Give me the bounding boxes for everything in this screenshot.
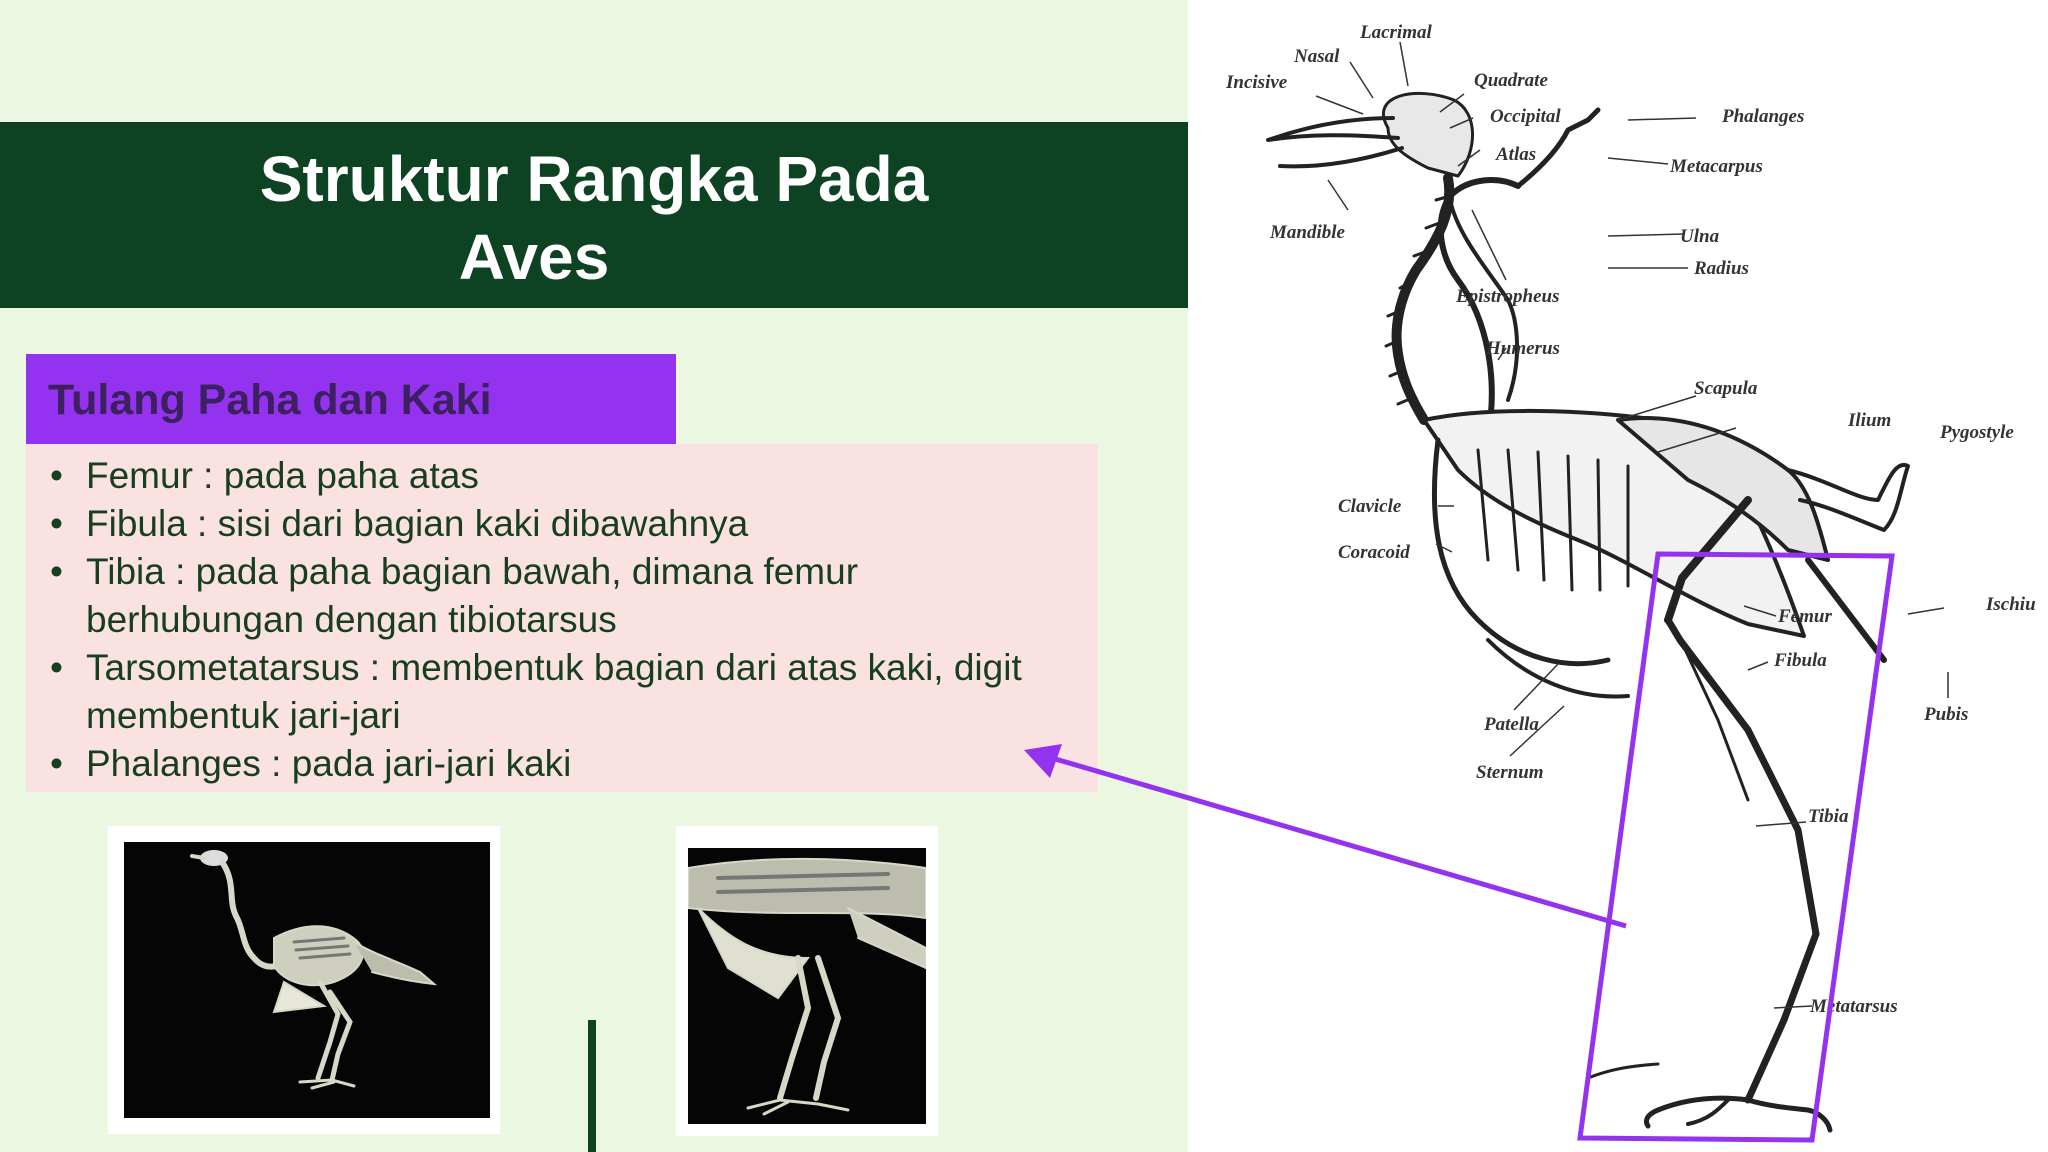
bullet-tarsometatarsus: Tarsometatarsus : membentuk bagian dari … — [46, 644, 1086, 740]
label-femur: Femur — [1777, 606, 1832, 627]
bullet-fibula: Fibula : sisi dari bagian kaki dibawahny… — [46, 500, 1086, 548]
vertical-divider — [588, 1020, 596, 1152]
label-pubis: Pubis — [1923, 704, 1968, 725]
bullet-tibia: Tibia : pada paha bagian bawah, dimana f… — [46, 548, 986, 644]
label-quadrate: Quadrate — [1474, 70, 1548, 91]
skeleton-diagram-panel: Lacrimal Nasal Incisive Quadrate Occipit… — [1188, 0, 2048, 1152]
label-atlas: Atlas — [1495, 144, 1536, 165]
bullet-phalanges: Phalanges : pada jari-jari kaki — [46, 740, 1086, 788]
label-scapula: Scapula — [1694, 378, 1758, 399]
bird-skeleton-photo — [108, 826, 500, 1134]
label-coracoid: Coracoid — [1338, 542, 1410, 563]
label-occipital: Occipital — [1490, 106, 1561, 127]
label-metacarpus: Metacarpus — [1669, 156, 1763, 177]
subheading-box: Tulang Paha dan Kaki — [26, 354, 676, 444]
label-clavicle: Clavicle — [1338, 496, 1402, 517]
label-radius: Radius — [1693, 258, 1749, 279]
bird-skeleton-diagram: Lacrimal Nasal Incisive Quadrate Occipit… — [1225, 22, 2036, 1133]
bullet-list-box: Femur : pada paha atas Fibula : sisi dar… — [26, 444, 1098, 792]
bullet-femur: Femur : pada paha atas — [46, 452, 1086, 500]
label-nasal: Nasal — [1293, 46, 1340, 67]
slide-content-panel: Struktur Rangka Pada Aves Tulang Paha da… — [0, 0, 1188, 1152]
label-incisive: Incisive — [1225, 72, 1288, 93]
label-fibula: Fibula — [1773, 650, 1827, 671]
label-ulna: Ulna — [1680, 226, 1720, 247]
label-ilium: Ilium — [1847, 410, 1891, 431]
bird-leg-closeup-photo-image — [688, 848, 926, 1124]
leg-highlight-box — [1577, 551, 1895, 1143]
pointer-arrow — [1051, 755, 1627, 929]
bird-leg-closeup-photo — [676, 826, 938, 1136]
bird-skeleton-photo-image — [124, 842, 490, 1118]
label-lacrimal: Lacrimal — [1359, 22, 1432, 43]
label-ischium: Ischiu — [1985, 594, 2036, 615]
pointer-arrow-head — [1024, 744, 1062, 778]
label-patella: Patella — [1483, 714, 1539, 735]
slide-title: Struktur Rangka Pada Aves — [0, 140, 1188, 296]
label-tibia: Tibia — [1808, 806, 1849, 827]
label-epistropheus: Epistropheus — [1455, 286, 1559, 307]
subheading: Tulang Paha dan Kaki — [48, 376, 492, 424]
label-sternum: Sternum — [1476, 762, 1544, 783]
title-band — [0, 122, 1188, 308]
label-humerus: Humerus — [1485, 338, 1560, 359]
label-phalanges: Phalanges — [1721, 106, 1804, 127]
bullet-list: Femur : pada paha atas Fibula : sisi dar… — [46, 452, 1086, 788]
label-mandible: Mandible — [1269, 222, 1346, 243]
label-pygostyle: Pygostyle — [1939, 422, 2014, 443]
title-line-1: Struktur Rangka Pada — [259, 143, 929, 215]
title-line-2: Aves — [458, 221, 610, 293]
